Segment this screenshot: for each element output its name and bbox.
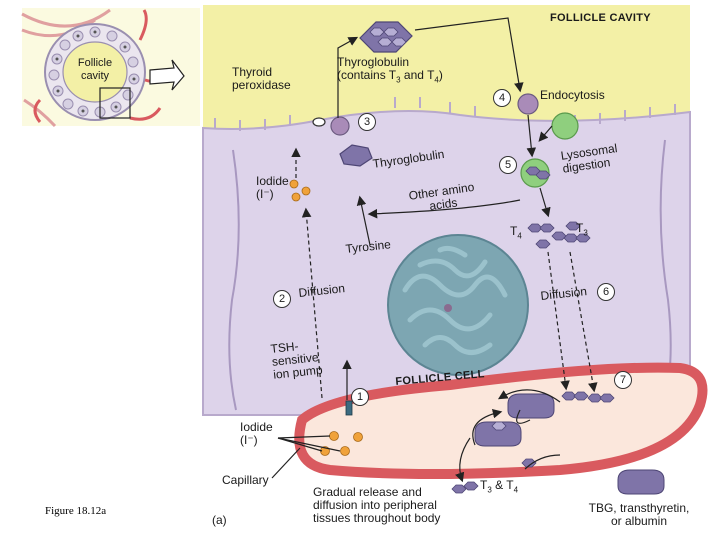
step-3: 3 xyxy=(358,113,376,131)
iodide-cell-label: Iodide (I⁻) xyxy=(256,175,289,201)
iodide-blood-line2: (I⁻) xyxy=(240,433,258,447)
t3-label: T3 xyxy=(576,222,588,239)
pathway-arrows xyxy=(271,17,598,483)
panel-label: (a) xyxy=(212,513,227,527)
t3-t4-blood-label: T3 & T4 xyxy=(480,479,518,496)
tbg-line1: TBG, transthyretin, xyxy=(588,501,690,515)
nucleus xyxy=(387,234,529,376)
ion-pump xyxy=(345,400,353,416)
step-2: 2 xyxy=(273,290,291,308)
iodide-cell-line1: Iodide xyxy=(256,174,289,188)
inset-label: Follicle cavity xyxy=(71,57,119,83)
cell-boundary-left xyxy=(228,149,240,411)
iodide-particles xyxy=(289,179,363,456)
t3-t4-hormones xyxy=(451,221,615,494)
tg-close: ) xyxy=(438,68,443,82)
step-5: 5 xyxy=(499,156,517,174)
lysosomal-vesicle xyxy=(520,158,551,188)
thyroglobulin-top-label: Thyroglobulin (contains T3 and T4) xyxy=(337,56,443,86)
tbg-label: TBG, transthyretin, or albumin xyxy=(576,502,702,528)
t3t4-mid: & T xyxy=(491,478,514,492)
thyroid-peroxidase-line2: peroxidase xyxy=(232,78,291,92)
tg-and: and T xyxy=(400,68,435,82)
gradual-line3: tissues throughout body xyxy=(313,511,441,525)
gradual-line1: Gradual release and xyxy=(313,485,422,499)
t4-sub: 4 xyxy=(517,231,522,241)
t3t4-letter: T xyxy=(480,478,488,492)
t3t4-sub3: 3 xyxy=(487,485,492,495)
iodide-blood-label: Iodide (I⁻) xyxy=(240,421,273,447)
endocytosis-label: Endocytosis xyxy=(540,88,605,102)
figure-caption: Figure 18.12a xyxy=(45,505,107,517)
iodide-blood-line1: Iodide xyxy=(240,420,273,434)
tbg-line2: or albumin xyxy=(610,514,668,528)
capillary xyxy=(294,362,708,479)
thyroglobulin-top-molecule xyxy=(359,21,413,53)
gradual-line2: diffusion into peripheral xyxy=(313,498,437,512)
microvilli xyxy=(214,97,676,131)
t4-letter: T xyxy=(510,224,518,238)
transport-proteins xyxy=(474,393,665,495)
lysosome xyxy=(551,112,579,140)
t4-label: T4 xyxy=(510,225,522,242)
inset-label-line2: cavity xyxy=(80,70,110,82)
tg-sub4: 4 xyxy=(434,75,439,85)
thyroglobulin-mid-molecule xyxy=(339,144,373,167)
thyroglobulin-top-line1: Thyroglobulin xyxy=(337,55,410,69)
t3t4-sub4: 4 xyxy=(513,485,519,495)
thyroid-peroxidase-line1: Thyroid xyxy=(232,65,273,79)
t3-letter: T xyxy=(576,221,584,235)
inset-label-line1: Follicle xyxy=(77,57,113,69)
t3-sub: 3 xyxy=(583,228,588,238)
thyroglobulin-top-line2: (contains T3 and T4) xyxy=(337,69,443,86)
follicle-cavity-label: FOLLICLE CAVITY xyxy=(550,12,651,24)
inset-follicle xyxy=(21,8,200,128)
thyroid-peroxidase-label: Thyroid peroxidase xyxy=(232,66,291,92)
capillary-label: Capillary xyxy=(222,473,269,487)
iodide-cell-line2: (I⁻) xyxy=(256,187,274,201)
tg-contains: (contains T xyxy=(337,68,397,82)
step-7: 7 xyxy=(614,371,632,389)
tsh-pump-label: TSH- sensitive ion pump xyxy=(270,338,323,382)
step-6: 6 xyxy=(597,283,615,301)
gradual-release-label: Gradual release and diffusion into perip… xyxy=(313,486,440,525)
step-4: 4 xyxy=(493,89,511,107)
tg-sub3: 3 xyxy=(396,75,401,85)
step-1: 1 xyxy=(351,388,369,406)
